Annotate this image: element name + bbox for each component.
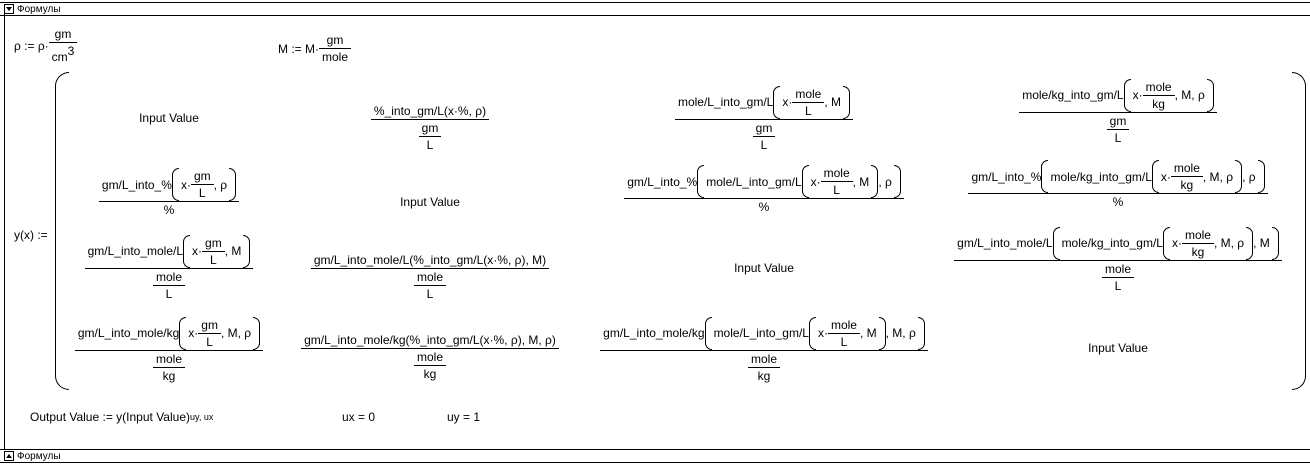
matrix-cell-c1r1[interactable]: Input Value xyxy=(139,111,199,125)
rho-unit-fraction: gm cm3 xyxy=(48,26,78,65)
matrix-cell-c3r3[interactable]: Input Value xyxy=(734,261,794,275)
matrix-cell-c4r3[interactable]: gm/L_into_mole/L mole/kg_into_gm/L x· mo… xyxy=(940,220,1296,300)
matrix-cell-c4r4[interactable]: Input Value xyxy=(1088,341,1148,355)
rho-definition[interactable]: ρ := ρ· gm cm3 xyxy=(14,26,78,65)
matrix-cell-c2r2[interactable]: Input Value xyxy=(400,195,460,209)
region-header-top: Формулы xyxy=(0,2,1310,16)
uy-value[interactable]: uy = 1 xyxy=(447,410,481,424)
region-title-bottom: Формулы xyxy=(17,450,61,462)
matrix-cell-c2r3[interactable]: gm/L_into_mole/L(%_into_gm/L(x·%, ρ), M)… xyxy=(282,246,578,308)
m-lhs: M := M· xyxy=(278,41,319,56)
collapse-toggle-icon[interactable] xyxy=(4,4,14,14)
m-unit-fraction: gm mole xyxy=(319,32,352,65)
y-function-lhs[interactable]: y(x) := xyxy=(14,228,48,242)
region-title: Формулы xyxy=(17,3,61,15)
output-value-definition[interactable]: Output Value := y(Input Value)uy, ux xyxy=(30,410,214,424)
region-left-rule xyxy=(4,14,5,450)
m-definition[interactable]: M := M· gm mole xyxy=(278,32,352,65)
expand-toggle-icon[interactable] xyxy=(4,451,14,461)
matrix-cell-c3r4[interactable]: gm/L_into_mole/kg mole/L_into_gm/L x· mo… xyxy=(586,310,942,390)
region-header-bottom: Формулы xyxy=(0,449,1310,463)
ux-value[interactable]: ux = 0 xyxy=(342,410,376,424)
rho-lhs: ρ := ρ· xyxy=(14,38,49,53)
matrix-cell-c2r4[interactable]: gm/L_into_mole/kg(%_into_gm/L(x·%, ρ), M… xyxy=(282,326,578,388)
